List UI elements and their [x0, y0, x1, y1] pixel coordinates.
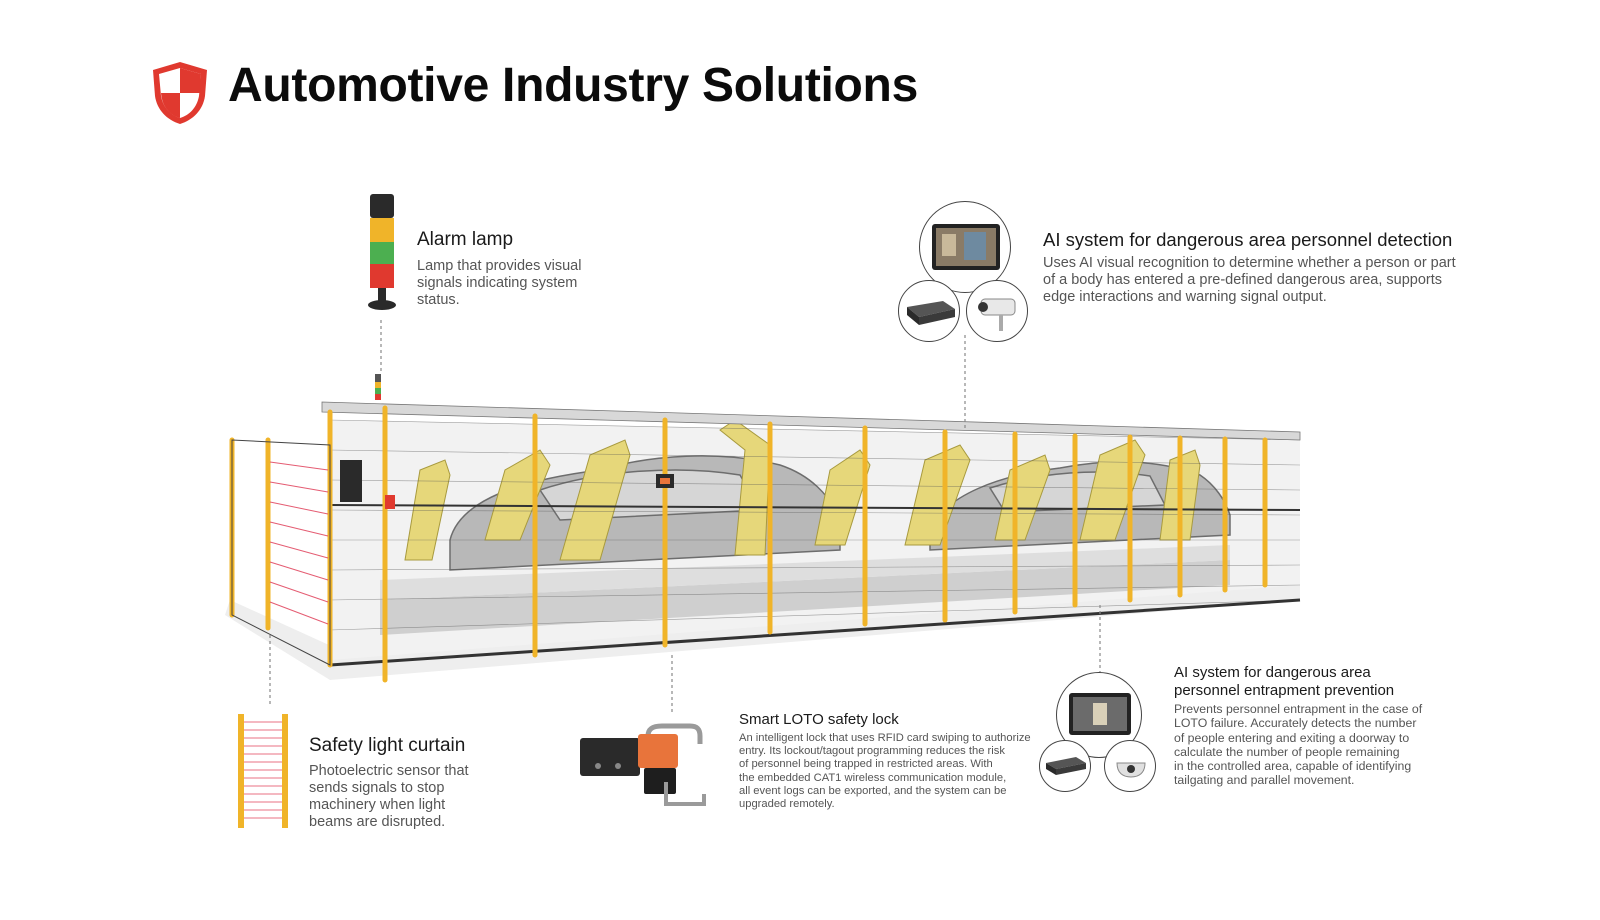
alarm-lamp-description: Lamp that provides visual signals indica… — [417, 258, 582, 308]
entrapment-edge-box-circle — [1039, 740, 1091, 792]
loto-title: Smart LOTO safety lock — [739, 711, 899, 728]
monitor-circle — [919, 201, 1011, 293]
alarm-lamp-title: Alarm lamp — [417, 229, 514, 250]
light-curtain-icon — [238, 714, 288, 828]
shield-logo-icon — [153, 62, 207, 124]
loto-lock-icon — [580, 723, 706, 806]
ai-entrapment-title: AI system for dangerous area personnel e… — [1174, 664, 1395, 699]
monitor-icon — [1069, 693, 1131, 735]
loto-description: An intelligent lock that uses RFID card … — [739, 732, 1031, 811]
ai-entrapment-description: Prevents personnel entrapment in the cas… — [1174, 702, 1423, 788]
light-curtain-description: Photoelectric sensor that sends signals … — [309, 763, 469, 830]
monitor-icon — [932, 224, 1000, 270]
edge-box-circle — [898, 280, 960, 342]
page-title: Automotive Industry Solutions — [228, 59, 918, 112]
light-curtain-title: Safety light curtain — [309, 735, 466, 756]
edge-box-icon — [907, 301, 955, 325]
ai-detection-description: Uses AI visual recognition to determine … — [1043, 255, 1456, 305]
camera-icon — [978, 298, 1016, 331]
alarm-lamp-icon — [368, 194, 396, 310]
edge-box-icon — [1046, 757, 1086, 775]
dome-camera-icon — [1116, 762, 1146, 778]
camera-circle — [966, 280, 1028, 342]
ai-detection-title: AI system for dangerous area personnel d… — [1043, 229, 1453, 250]
dome-camera-circle — [1104, 740, 1156, 792]
